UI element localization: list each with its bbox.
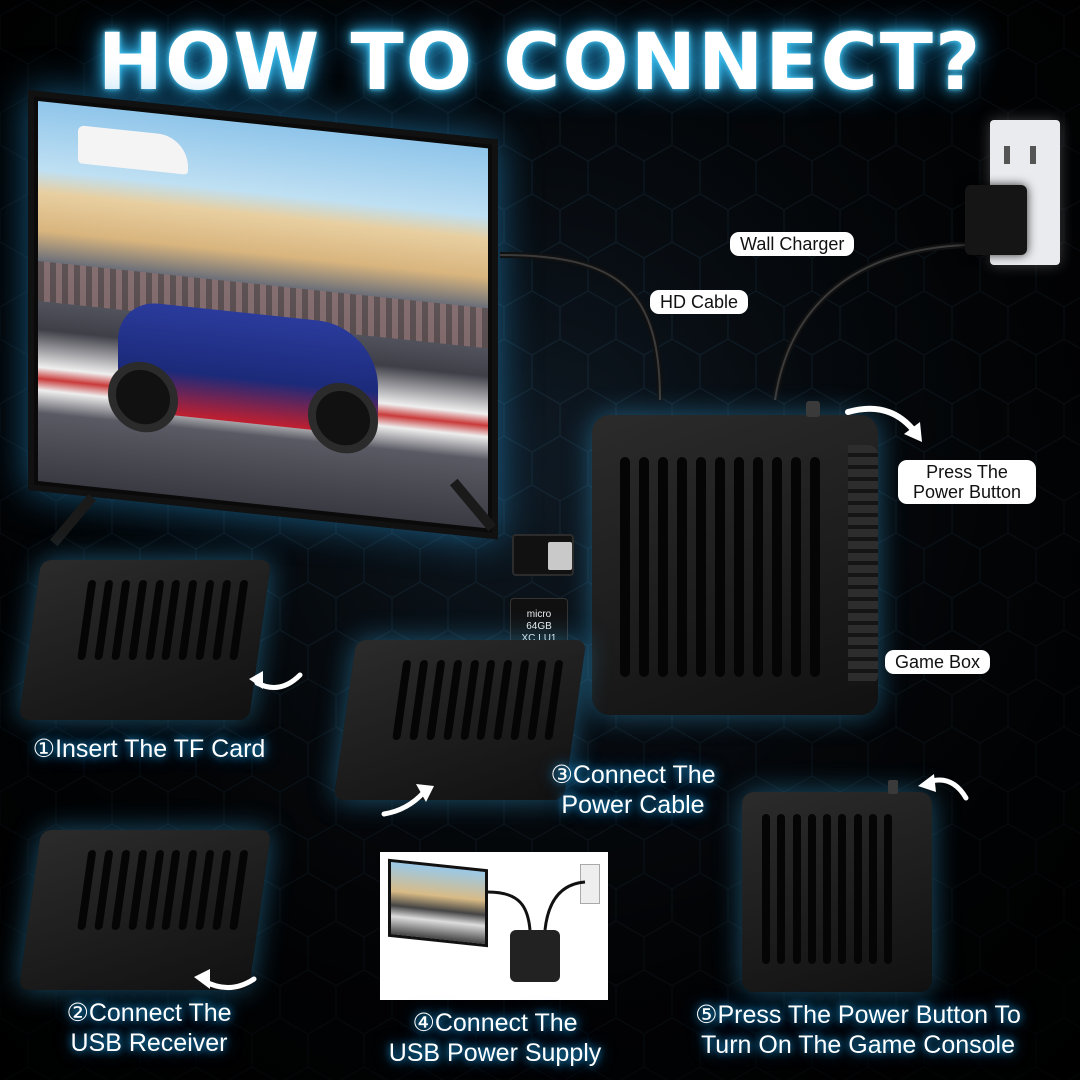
television	[28, 90, 508, 547]
hd-cable-label: HD Cable	[650, 290, 749, 314]
curved-arrow-icon	[845, 405, 922, 442]
vent-slots	[620, 457, 820, 677]
game-box-main	[592, 401, 878, 715]
power-button[interactable]	[806, 401, 820, 417]
step-4-setup-image	[380, 852, 608, 1000]
power-button[interactable]	[888, 780, 898, 794]
curved-arrow-icon	[381, 784, 434, 817]
curved-arrow-icon	[918, 774, 969, 801]
step-5-label: ⑤Press The Power Button To Turn On The G…	[695, 1001, 1021, 1059]
step-1-label: ①Insert The TF Card	[32, 735, 266, 763]
curved-arrow-icon	[194, 969, 257, 990]
game-box-label: Game Box	[885, 650, 991, 674]
wall-charger-icon	[965, 185, 1027, 255]
tv-panel	[28, 90, 498, 540]
wall-charger-label: Wall Charger	[730, 232, 855, 256]
press-power-label: Press The Power Button	[898, 460, 1036, 504]
game-box-step1	[18, 560, 272, 720]
step-3-label: ③Connect The Power Cable	[550, 761, 716, 819]
step-4-label: ④Connect The USB Power Supply	[388, 1009, 602, 1067]
step-2-label: ②Connect The USB Receiver	[66, 999, 232, 1057]
tv-screen-racing-image	[38, 101, 488, 529]
usb-receiver-icon	[512, 534, 574, 576]
curved-arrow-icon	[249, 671, 303, 690]
page-title: HOW TO CONNECT?	[97, 18, 983, 108]
game-box-step5	[742, 780, 932, 992]
